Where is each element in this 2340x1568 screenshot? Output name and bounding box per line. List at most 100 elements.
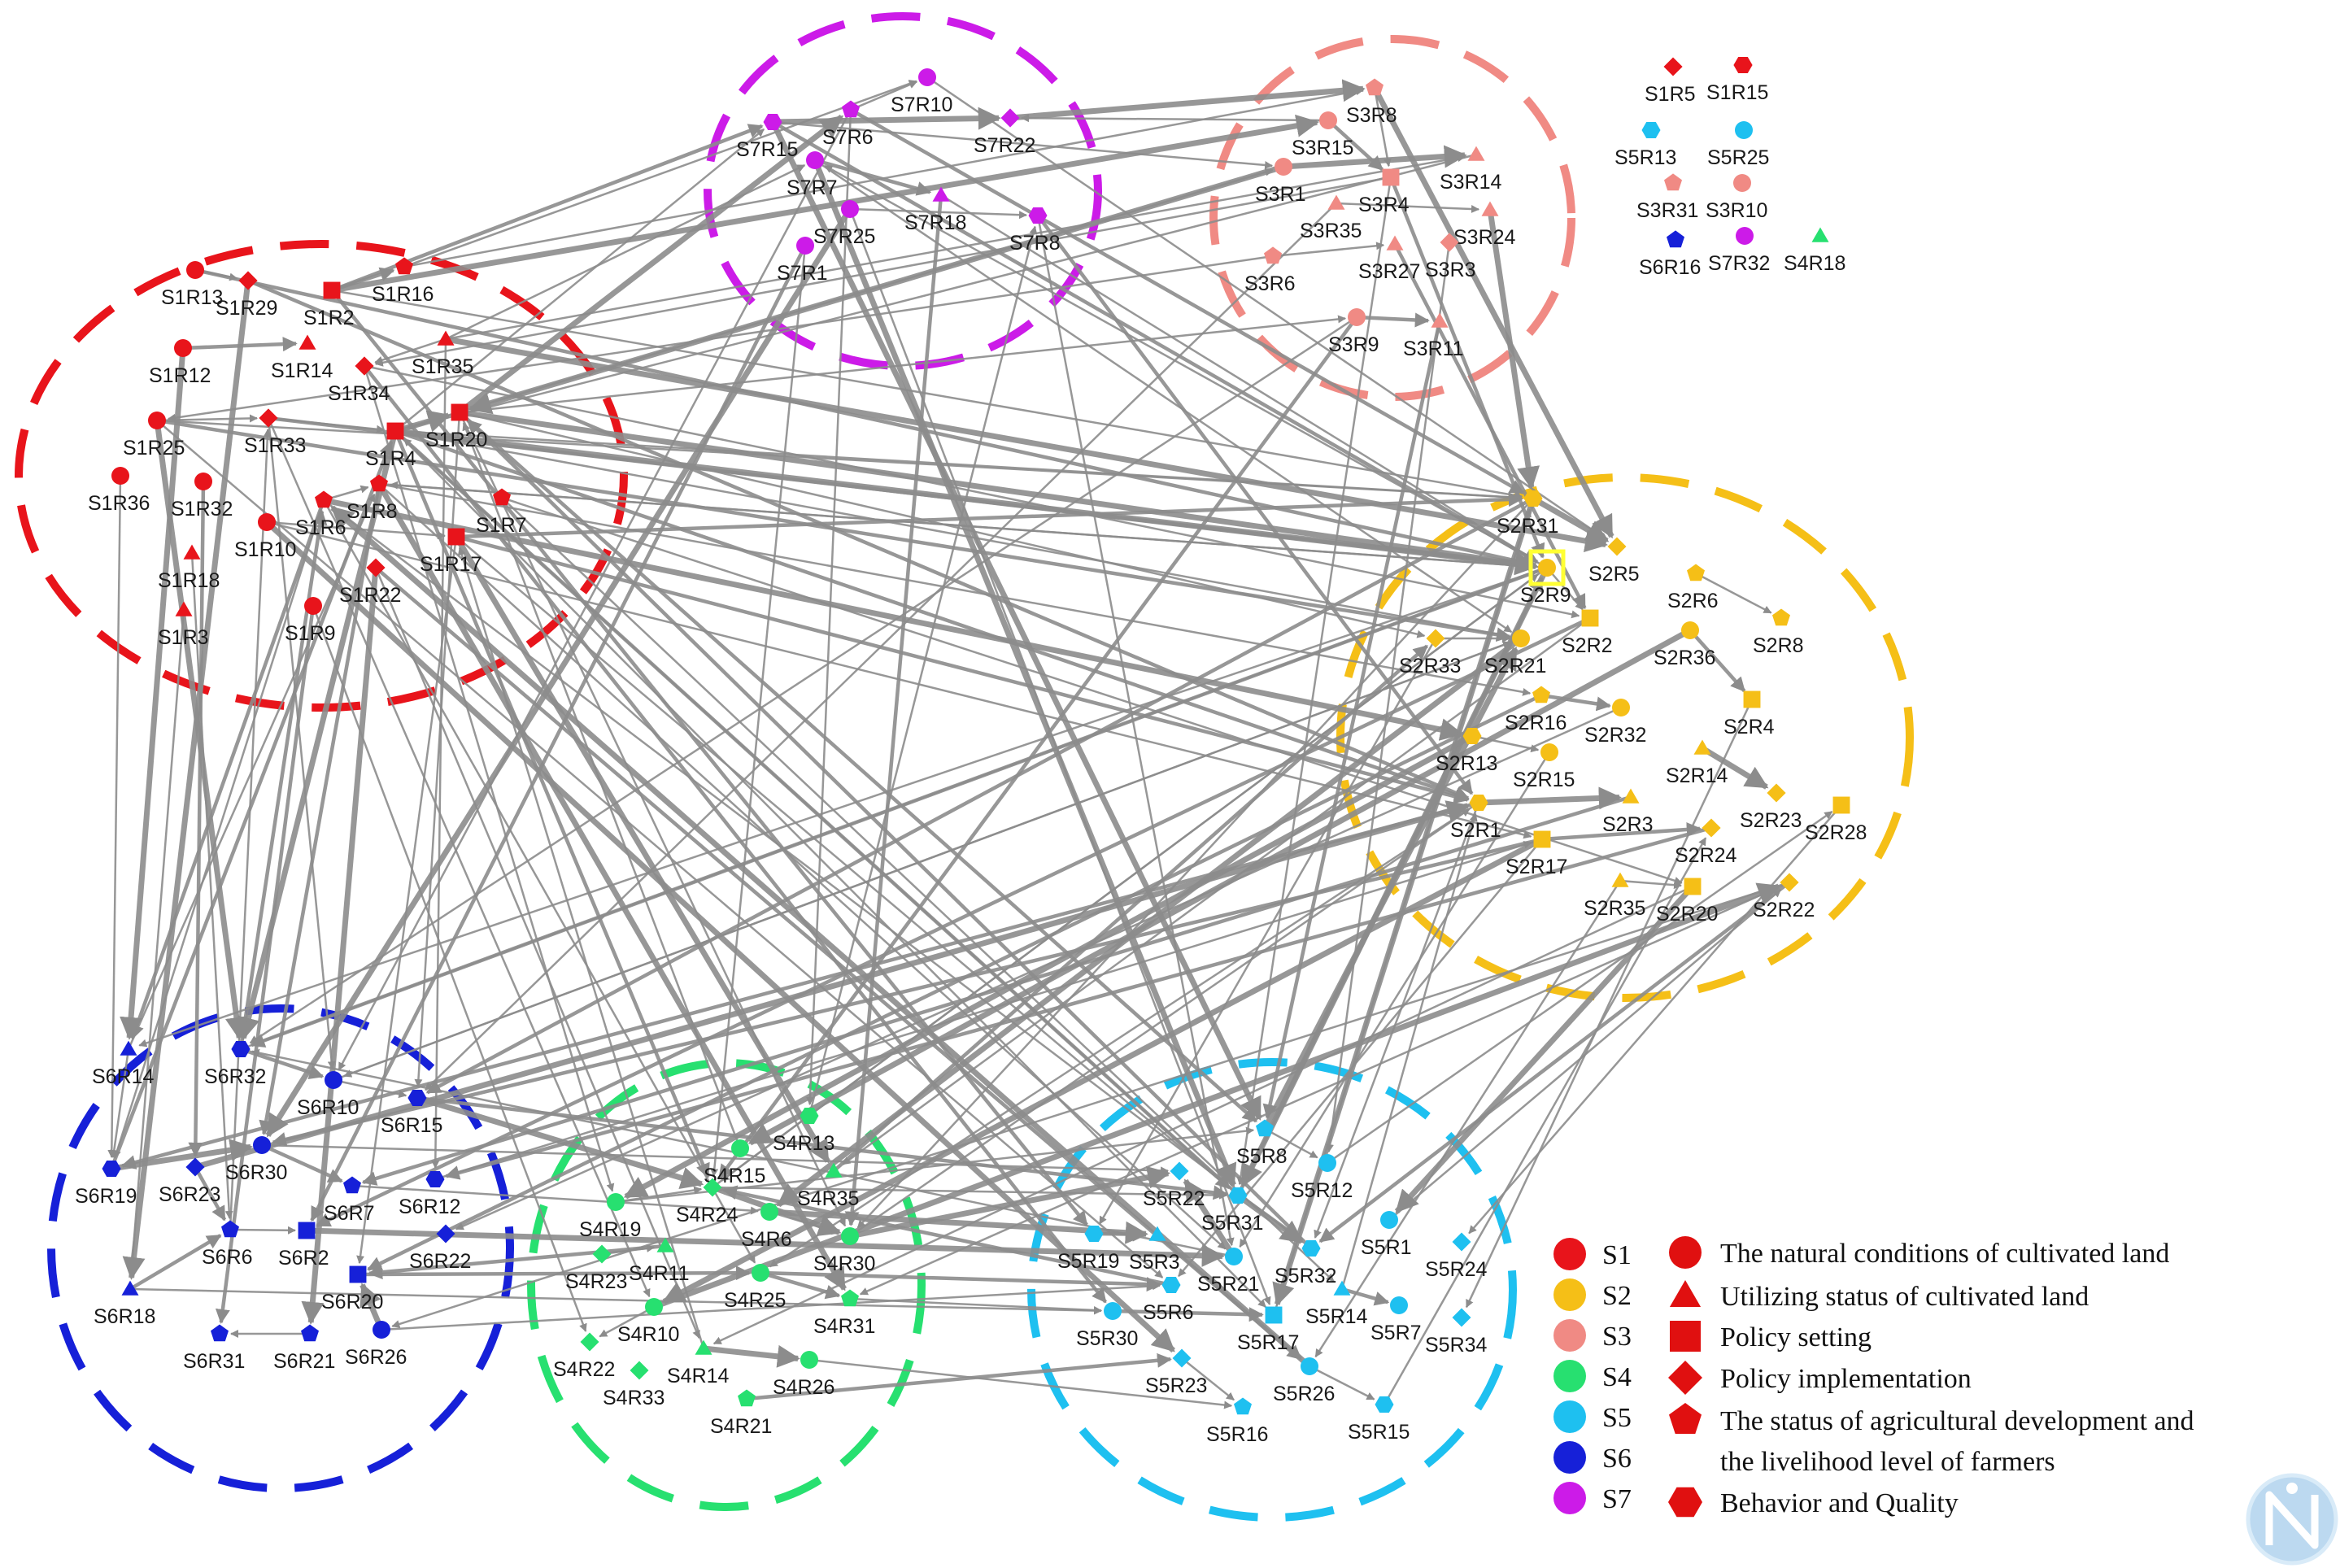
edge-S1R33-S2R9	[268, 416, 1537, 573]
node-label: S3R1	[1255, 183, 1306, 206]
node-marker-diamond	[630, 1361, 649, 1380]
node-S5R26: S5R26	[1273, 1357, 1335, 1405]
node-label: S5R15	[1348, 1421, 1410, 1444]
node-label: S2R20	[1656, 903, 1718, 926]
legend-shape-hexagon	[1668, 1487, 1702, 1518]
node-marker-diamond	[238, 271, 258, 290]
node-label: S2R3	[1602, 813, 1654, 836]
node-S6R2: S6R2	[278, 1222, 329, 1270]
edge-S3R35-S3R24	[1336, 202, 1479, 214]
node-label: S4R21	[710, 1415, 772, 1438]
node-S4R21: S4R21	[710, 1389, 772, 1438]
node-label: S6R16	[1639, 256, 1701, 279]
node-S5R24: S5R24	[1425, 1232, 1488, 1281]
legend-shape-pentagon	[1669, 1403, 1702, 1434]
edge-S4R6-S4R30	[769, 1210, 840, 1235]
node-label: S1R14	[271, 359, 333, 382]
node-marker-pentagon	[1664, 173, 1682, 191]
node-label: S3R9	[1328, 333, 1379, 356]
node-marker-triangle	[1386, 235, 1404, 250]
edge-S5R6-S4R24	[721, 1185, 1172, 1287]
node-marker-hexagon	[1028, 207, 1048, 224]
node-label: S1R22	[339, 584, 401, 607]
legend-swatch-s5	[1553, 1400, 1586, 1433]
node-marker-pentagon	[738, 1389, 756, 1407]
edge-S1R10-S1R17	[266, 520, 446, 540]
node-label: S2R1	[1450, 819, 1501, 842]
node-marker-square	[1581, 609, 1599, 627]
edge-S2R4-S5R34	[1465, 699, 1754, 1309]
node-label: S4R35	[797, 1187, 859, 1210]
node-label: S2R15	[1513, 769, 1575, 791]
node-marker-square	[1743, 690, 1761, 708]
node-marker-hexagon	[425, 1171, 445, 1187]
node-marker-circle	[1104, 1302, 1122, 1320]
cluster-ring-s6	[47, 1004, 514, 1492]
edge-S7R25-S7R8	[849, 207, 1027, 220]
node-marker-circle	[1736, 227, 1754, 245]
edge-S6R32-S2R9	[240, 570, 1537, 1051]
edge-S2R6-S2R8	[1695, 572, 1772, 614]
edge-S7R8-S5R21	[1036, 215, 1235, 1247]
node-marker-diamond	[1426, 629, 1445, 648]
edge-S6R14-S6R19	[110, 1048, 130, 1159]
edge-S6R10-S2R21	[333, 641, 1511, 1082]
node-S5R23: S5R23	[1145, 1348, 1207, 1397]
node-label: S6R18	[94, 1305, 155, 1328]
node-marker-square	[1832, 796, 1850, 814]
edge-S5R30-S5R17	[1112, 1307, 1264, 1322]
cluster-ring-s4	[527, 1059, 926, 1511]
node-label: S7R15	[736, 138, 798, 161]
node-S5R7: S5R7	[1370, 1296, 1422, 1344]
edge-S1R35-S6R12	[431, 338, 447, 1169]
node-label: S6R31	[183, 1350, 245, 1373]
node-S2R3: S2R3	[1602, 788, 1654, 836]
node-label: S4R14	[667, 1365, 730, 1387]
edge-S1R16-S7R10	[403, 80, 917, 268]
node-label: S6R22	[409, 1250, 471, 1273]
node-label: S1R18	[158, 569, 220, 592]
node-label: S7R32	[1708, 252, 1770, 275]
node-S3R35: S3R35	[1300, 194, 1362, 242]
node-S3R27: S3R27	[1358, 235, 1420, 283]
node-S2R15: S2R15	[1513, 743, 1575, 791]
node-S6R32: S6R32	[204, 1041, 266, 1088]
node-label: S1R10	[234, 538, 296, 561]
node-label: S2R36	[1654, 647, 1715, 669]
node-marker-square	[1684, 878, 1702, 895]
node-S5R14: S5R14	[1305, 1280, 1368, 1328]
node-marker-triangle	[1622, 788, 1640, 804]
node-S6R26: S6R26	[345, 1321, 407, 1369]
node-S2R8: S2R8	[1753, 608, 1804, 657]
edge-S2R15-S5R21	[1239, 751, 1551, 1248]
edge-S3R27-S2R2	[1393, 242, 1587, 610]
cluster-rings	[15, 12, 1914, 1522]
node-marker-circle	[1319, 111, 1337, 129]
edge-S7R6-S7R10	[850, 81, 918, 111]
node-S5R19: S5R19	[1057, 1226, 1119, 1273]
node-S5R32: S5R32	[1275, 1240, 1336, 1287]
node-label: S6R7	[324, 1202, 375, 1225]
node-marker-circle	[731, 1139, 749, 1157]
edge-S6R12-S2R17	[434, 840, 1532, 1181]
edge-S1R35-S2R5	[445, 336, 1608, 552]
node-S5R12: S5R12	[1291, 1154, 1353, 1202]
node-label: S1R8	[346, 500, 398, 523]
node-marker-diamond	[1440, 233, 1459, 252]
node-marker-hexagon	[1301, 1240, 1321, 1257]
node-S1R22: S1R22	[339, 558, 401, 607]
node-label: S5R17	[1237, 1331, 1299, 1354]
node-marker-square	[323, 281, 341, 299]
node-S7R15: S7R15	[736, 114, 798, 161]
node-label: S3R14	[1440, 171, 1502, 194]
edge-S1R6-S4R25	[322, 499, 756, 1264]
edge-S1R8-S2R16	[378, 482, 1532, 696]
legend-swatch-s1	[1553, 1238, 1586, 1270]
node-marker-triangle	[175, 601, 193, 616]
node-marker-diamond	[580, 1332, 599, 1352]
edge-S3R1-S1R20	[468, 163, 1284, 415]
node-S3R6: S3R6	[1244, 246, 1296, 295]
node-marker-circle	[1301, 1357, 1318, 1375]
node-marker-circle	[1318, 1154, 1336, 1172]
